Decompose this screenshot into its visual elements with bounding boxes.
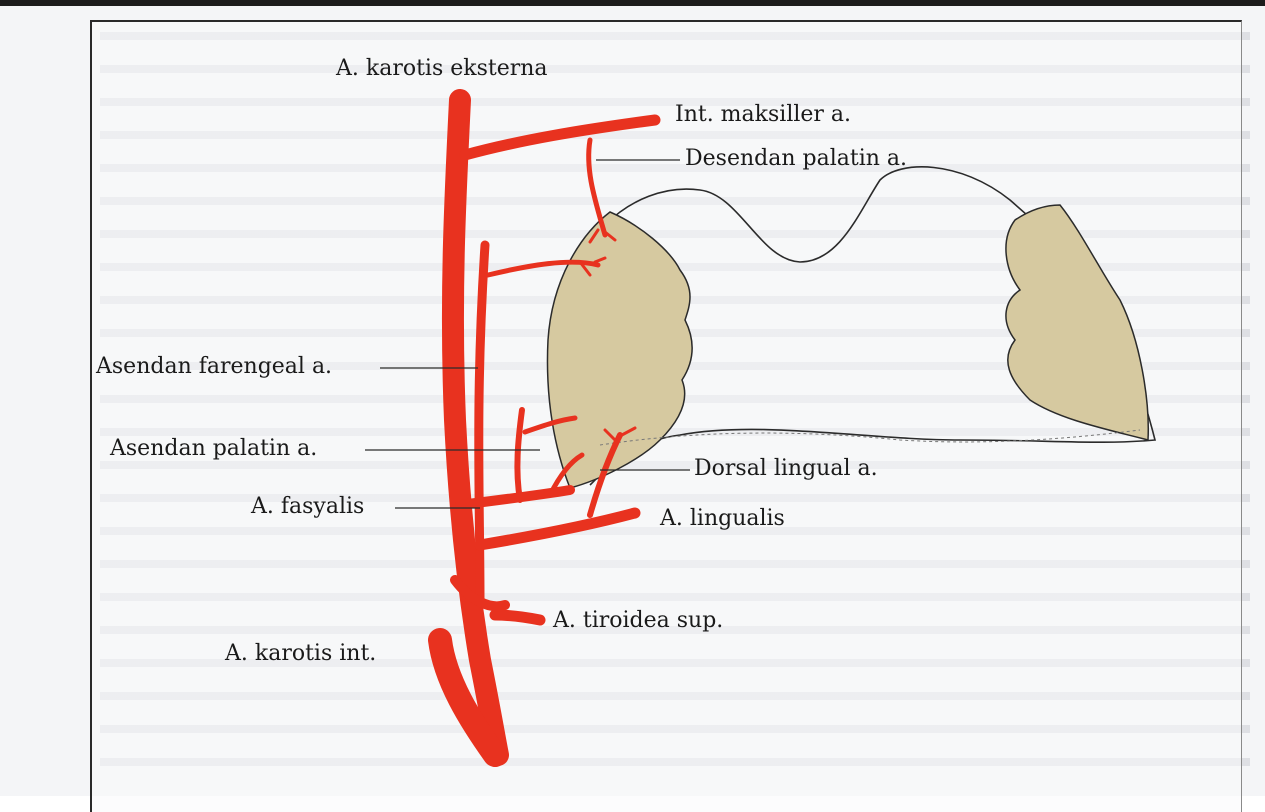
left-tonsil — [547, 212, 692, 488]
label-dorsal-lingual: Dorsal lingual a. — [694, 458, 878, 480]
label-tiroidea-sup: A. tiroidea sup. — [553, 610, 723, 632]
right-tonsil — [1006, 205, 1148, 440]
label-karotis-int: A. karotis int. — [225, 643, 376, 665]
label-lingualis: A. lingualis — [660, 508, 785, 530]
ascending-palatine-branch — [517, 410, 522, 500]
tongue-dorsum-line — [600, 430, 1140, 445]
descending-palatine-branch — [589, 140, 605, 235]
label-asendan-palatin: Asendan palatin a. — [110, 438, 317, 460]
label-karotis-eksterna: A. karotis eksterna — [336, 58, 548, 80]
superior-thyroid-branch — [495, 615, 540, 620]
lingual-branch — [480, 513, 635, 545]
label-fasyalis: A. fasyalis — [251, 496, 364, 518]
label-asendan-farengeal: Asendan farengeal a. — [96, 356, 332, 378]
label-desendan-palatin: Desendan palatin a. — [685, 148, 907, 170]
label-int-maksiller: Int. maksiller a. — [675, 104, 851, 126]
internal-maxillary-branch — [465, 120, 655, 155]
